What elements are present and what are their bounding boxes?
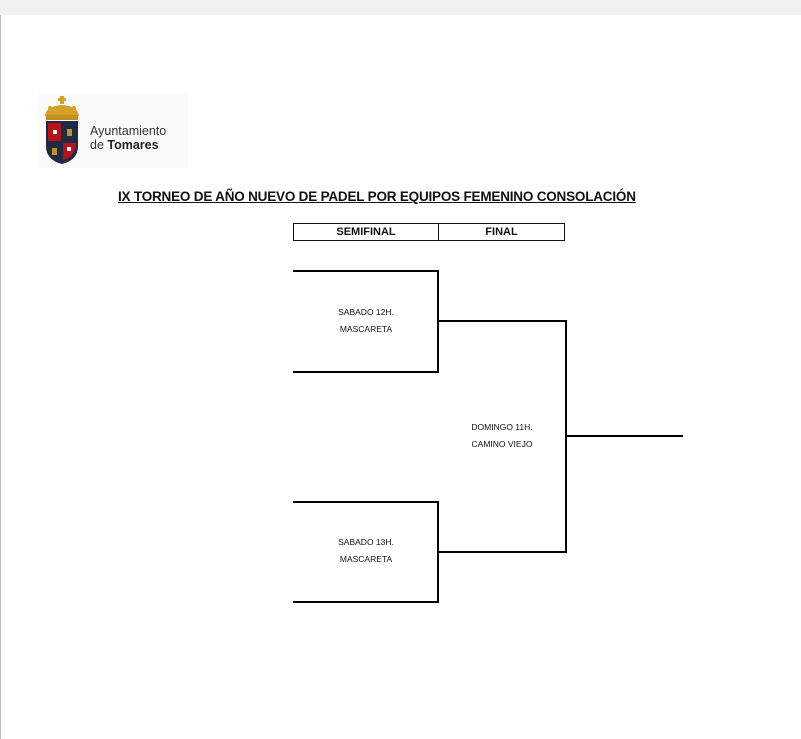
left-edge bbox=[0, 15, 1, 739]
bracket-line bbox=[565, 435, 683, 437]
bracket-line bbox=[293, 601, 439, 603]
round-final: FINAL bbox=[485, 226, 518, 238]
round-semifinal: SEMIFINAL bbox=[294, 224, 439, 240]
ayuntamiento-logo: Ayuntamiento de Tomares bbox=[38, 94, 188, 168]
top-bar bbox=[0, 0, 801, 15]
final-match: DOMINGO 11H. CAMINO VIEJO bbox=[439, 419, 565, 453]
logo-org-name: Tomares bbox=[107, 138, 159, 152]
round-header: SEMIFINAL FINAL bbox=[293, 223, 565, 241]
bracket-line bbox=[293, 501, 439, 503]
match-venue: MASCARETA bbox=[339, 324, 393, 334]
match-day: SABADO 12H. bbox=[338, 307, 394, 317]
semifinal-match-2: SABADO 13H. MASCARETA bbox=[293, 534, 439, 568]
logo-org-line2: de Tomares bbox=[90, 138, 159, 152]
logo-org-prefix: de bbox=[90, 138, 108, 152]
tournament-title: IX TORNEO DE AÑO NUEVO DE PADEL POR EQUI… bbox=[118, 189, 636, 204]
semifinal-match-1: SABADO 12H. MASCARETA bbox=[293, 304, 439, 338]
match-venue: MASCARETA bbox=[339, 554, 393, 564]
match-venue: CAMINO VIEJO bbox=[471, 439, 533, 449]
bracket-line bbox=[293, 371, 439, 373]
coat-of-arms-icon bbox=[45, 96, 79, 164]
logo-org-line1: Ayuntamiento bbox=[90, 124, 167, 138]
bracket-line bbox=[293, 270, 439, 272]
bracket-line bbox=[437, 551, 567, 553]
bracket-line bbox=[437, 320, 567, 322]
match-day: SABADO 13H. bbox=[338, 537, 394, 547]
match-day: DOMINGO 11H. bbox=[471, 422, 533, 432]
